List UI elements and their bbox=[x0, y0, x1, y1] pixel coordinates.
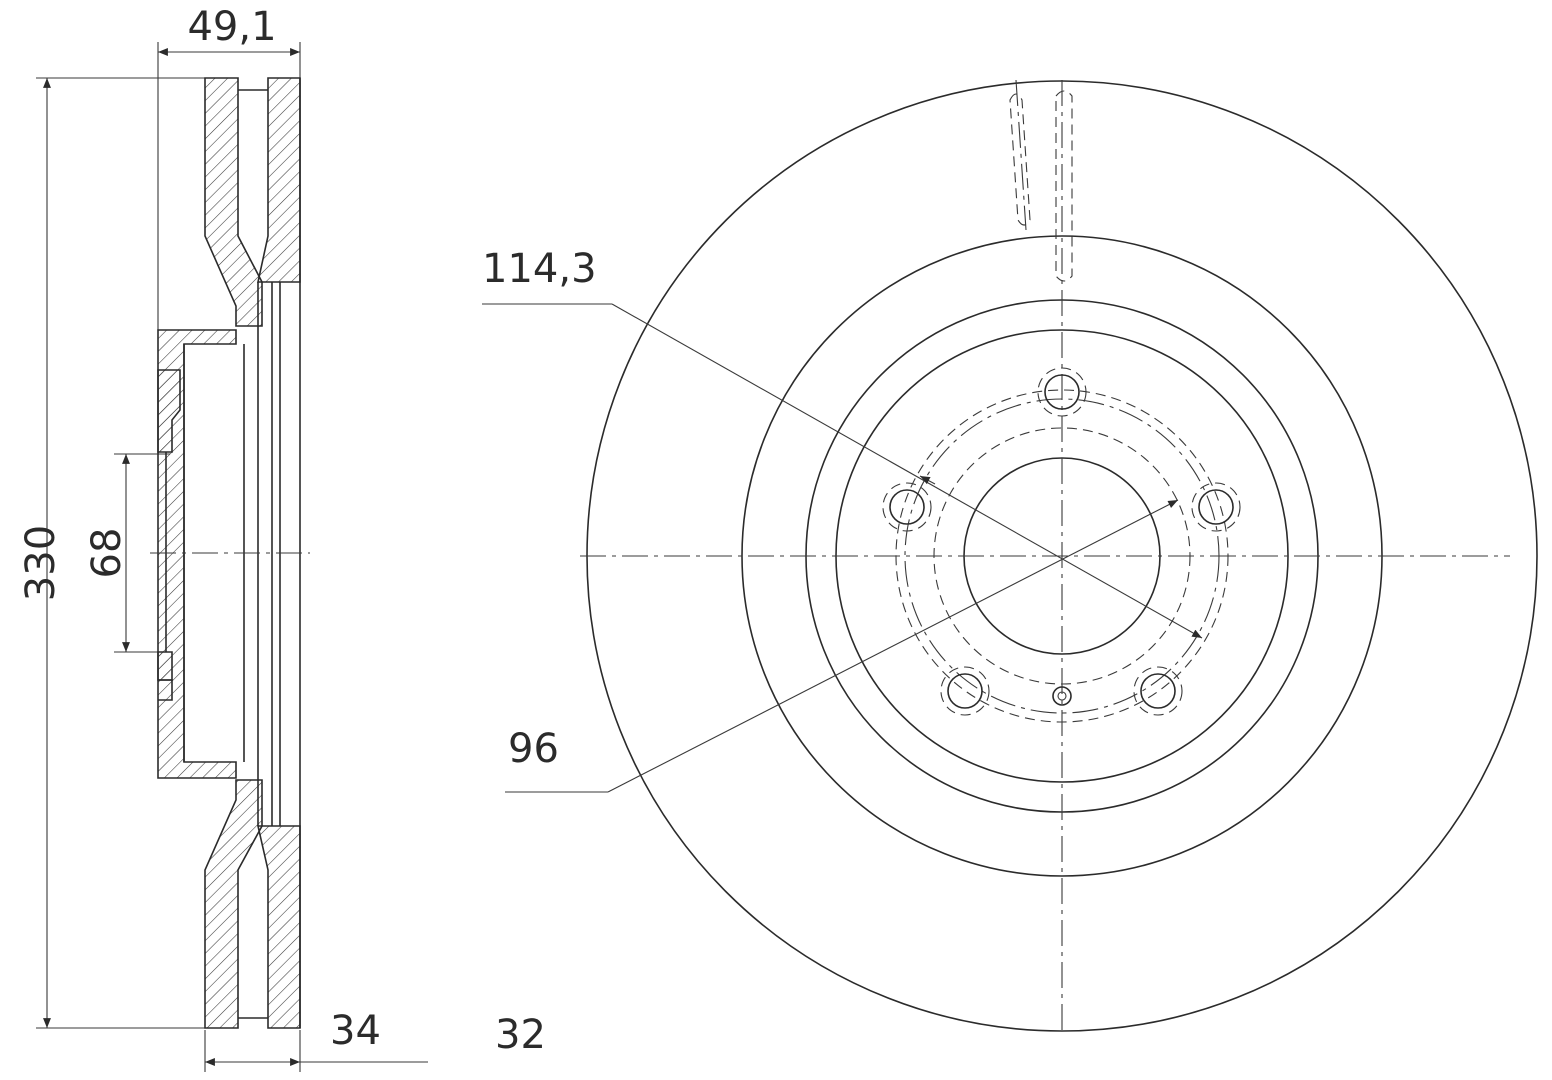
leader-bolt-circle bbox=[611, 303, 1203, 639]
friction-plate-outer-bottom bbox=[204, 779, 263, 1029]
bolt-hole-lower-left bbox=[940, 666, 990, 716]
section-view: 49,1 330 68 bbox=[18, 4, 546, 1072]
leader-hub-diameter bbox=[607, 499, 1179, 793]
dim-label-hub-diameter: 96 bbox=[508, 726, 559, 772]
locating-hole bbox=[1052, 686, 1072, 706]
front-view: 114,3 96 bbox=[482, 79, 1538, 1032]
bolt-hole-top bbox=[1037, 367, 1087, 417]
bolt-circle-arrow-start bbox=[919, 475, 936, 485]
hub-flange-top bbox=[157, 369, 181, 453]
dim-label-overall-width: 49,1 bbox=[187, 4, 276, 50]
bolt-hole-upper-left bbox=[882, 482, 932, 532]
dim-label-outer-diameter: 330 bbox=[18, 525, 64, 601]
wear-slot-left bbox=[1009, 93, 1031, 226]
wear-slot-right bbox=[1055, 90, 1073, 282]
dim-label-bolt-circle: 114,3 bbox=[482, 246, 597, 292]
dim-label-thickness: 34 bbox=[330, 1008, 381, 1054]
bolt-hole-upper-right bbox=[1191, 482, 1241, 532]
dim-label-min-thickness: 32 bbox=[495, 1012, 546, 1058]
hub-hat-section bbox=[157, 329, 237, 779]
friction-plate-inner-bottom bbox=[256, 825, 301, 1029]
friction-plate-inner-top bbox=[257, 77, 301, 283]
dim-label-center-bore: 68 bbox=[84, 528, 130, 579]
bolt-hole-lower-right bbox=[1133, 666, 1183, 716]
wear-slot-left-axis bbox=[1015, 79, 1027, 231]
locating-hole-inner bbox=[1057, 691, 1067, 701]
hub-flange-bottom bbox=[157, 651, 173, 681]
friction-plate-outer-top bbox=[204, 77, 263, 327]
